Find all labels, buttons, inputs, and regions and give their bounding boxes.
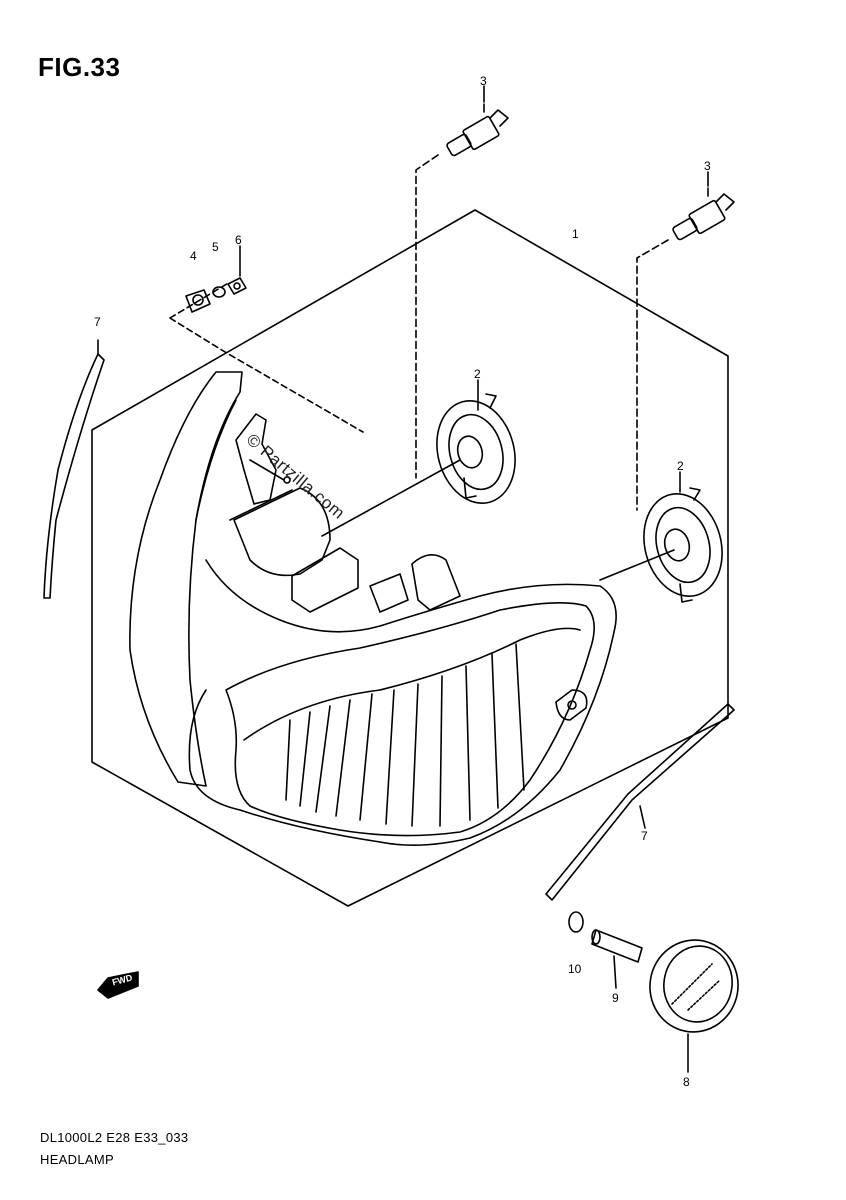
washer-10 [568, 911, 584, 933]
callout-10: 10 [568, 962, 582, 976]
callout-6: 6 [235, 233, 242, 247]
callout-3-left: 3 [480, 74, 487, 88]
callout-9: 9 [612, 991, 619, 1005]
callout-8: 8 [683, 1075, 690, 1089]
footer-model-code: DL1000L2 E28 E33_033 [40, 1130, 189, 1145]
callout-2-left: 2 [474, 367, 481, 381]
position-lamp-8 [649, 939, 739, 1033]
callout-5: 5 [212, 240, 219, 254]
leader-9 [613, 955, 617, 989]
assembly-boundary [91, 209, 729, 907]
figure-title: FIG.33 [38, 52, 121, 82]
callout-2-right: 2 [677, 459, 684, 473]
footer-section-name: HEADLAMP [40, 1152, 114, 1167]
socket-leader-left [321, 459, 461, 537]
bulb-3-left [446, 103, 509, 157]
callout-3-right: 3 [704, 159, 711, 173]
bulb-right-leader [636, 239, 669, 511]
bulb-left-leader [415, 154, 439, 479]
forward-arrow-icon [97, 971, 139, 999]
callout-7-right: 7 [641, 829, 648, 843]
leader-7-right [639, 805, 646, 829]
bulb-cover-2-left [436, 393, 516, 504]
socket-9 [591, 929, 643, 963]
adjuster-parts-4-5-6 [185, 277, 247, 313]
bulb-3-right [672, 187, 735, 241]
trim-strip-7-right [545, 703, 735, 901]
bulb-cover-2-right [643, 487, 723, 603]
socket-leader-right [599, 549, 675, 581]
adjuster-subgroup-box [169, 281, 364, 433]
callout-4: 4 [190, 249, 197, 263]
trim-strip-7-left [43, 353, 105, 599]
callout-1: 1 [572, 227, 579, 241]
headlamp-housing [129, 371, 617, 846]
subbox-leader [229, 489, 293, 521]
callout-7-left: 7 [94, 315, 101, 329]
